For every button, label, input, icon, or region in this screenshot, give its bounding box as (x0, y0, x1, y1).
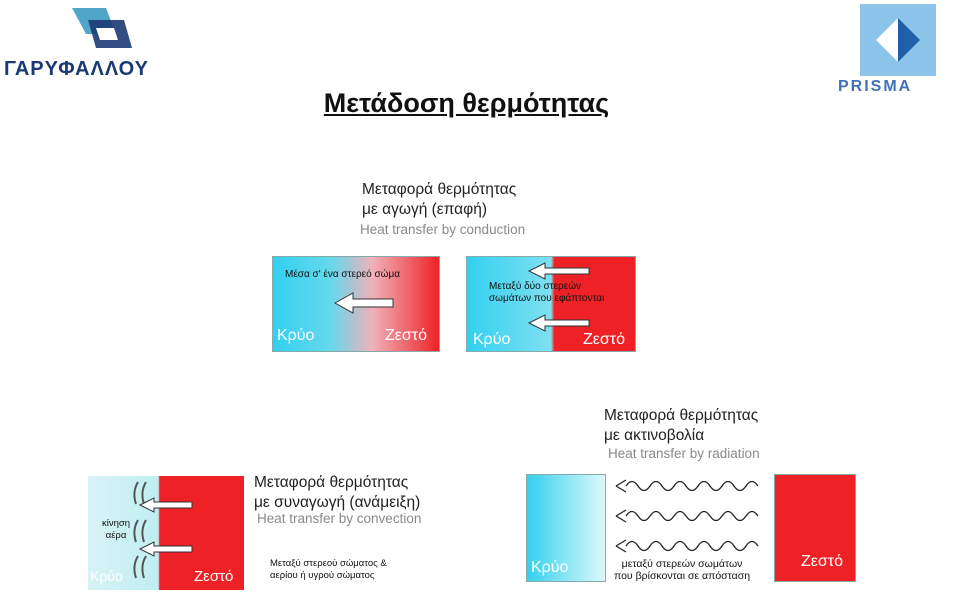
convection-title-line1: Μεταφορά θερμότητας (254, 474, 409, 491)
conduction-box1-caption: Μέσα σ' ένα στερεό σώμα (285, 269, 400, 280)
hot-label: Ζεστό (801, 553, 843, 570)
cold-label: Κρύο (473, 331, 511, 348)
garyfallou-logo-icon (72, 8, 132, 48)
radiation-caption-line1: μεταξύ στερεών σωμάτων (621, 558, 743, 570)
hot-label: Ζεστό (385, 327, 427, 344)
garyfallou-logo-text: ΓΑΡΥΦΑΛΛΟΥ (4, 58, 150, 80)
left-arrow-icon (527, 262, 590, 280)
air-flow-arrows-icon (133, 481, 147, 579)
radiation-cold-body: Κρύο (526, 474, 606, 582)
radiation-hot-body: Ζεστό (774, 474, 856, 582)
hot-label: Ζεστό (194, 568, 234, 585)
prisma-logo-icon (860, 4, 936, 76)
conduction-title-line1: Μεταφορά θερμότητας (362, 181, 517, 198)
convection-title: Μεταφορά θερμότητας με συναγωγή (ανάμειξ… (254, 473, 420, 513)
left-arrow-icon (527, 314, 590, 332)
prisma-logo (860, 4, 936, 76)
left-arrow-icon (138, 541, 193, 557)
conduction-box2-caption: Μεταξύ δύο στερεών σωμάτων που εφάπτοντα… (489, 281, 604, 305)
convection-caption: Μεταξύ στερεού σώματος & αερίου ή υγρού … (270, 558, 387, 582)
left-arrow-icon (333, 292, 394, 314)
radiation-subtitle: Heat transfer by radiation (608, 446, 760, 461)
conduction-box-contact: Μεταξύ δύο στερεών σωμάτων που εφάπτοντα… (466, 256, 636, 352)
convection-caption-line1: Μεταξύ στερεού σώματος & (270, 558, 387, 569)
page-title: Μετάδοση θερμότητας (323, 88, 610, 118)
conduction-title: Μεταφορά θερμότητας με αγωγή (επαφή) (362, 180, 516, 220)
cold-label: Κρύο (90, 568, 123, 584)
conduction-box-solid: Μέσα σ' ένα στερεό σώμα Κρύο Ζεστό (272, 256, 440, 352)
convection-box: κίνηση αέρα Κρύο Ζεστό (88, 476, 244, 590)
radiation-title: Μεταφορά θερμότητας με ακτινοβολία (604, 406, 758, 446)
convection-title-line2: με συναγωγή (ανάμειξη) (254, 494, 421, 511)
air-motion-label-line1: κίνηση (102, 518, 131, 529)
radiation-caption: μεταξύ στερεών σωμάτων που βρίσκονται σε… (614, 558, 750, 582)
radiation-waves-icon (615, 479, 759, 553)
conduction-title-line2: με αγωγή (επαφή) (362, 201, 487, 218)
cold-label: Κρύο (277, 327, 315, 344)
conduction-box2-caption-line2: σωμάτων που εφάπτονται (489, 293, 605, 304)
air-motion-label-line2: αέρα (105, 530, 127, 541)
garyfallou-logo (4, 4, 194, 84)
convection-subtitle: Heat transfer by convection (257, 511, 422, 526)
radiation-title-line1: Μεταφορά θερμότητας (604, 407, 759, 424)
left-arrow-icon (138, 497, 193, 513)
convection-caption-line2: αερίου ή υγρού σώματος (270, 570, 375, 581)
air-motion-label: κίνηση αέρα (102, 518, 130, 542)
conduction-subtitle: Heat transfer by conduction (360, 222, 526, 237)
cold-label: Κρύο (531, 559, 569, 576)
hot-label: Ζεστό (583, 331, 625, 348)
prisma-logo-text: PRISMA (838, 78, 913, 95)
conduction-box2-caption-line1: Μεταξύ δύο στερεών (489, 281, 582, 292)
radiation-title-line2: με ακτινοβολία (604, 427, 705, 444)
radiation-caption-line2: που βρίσκονται σε απόσταση (614, 570, 751, 582)
